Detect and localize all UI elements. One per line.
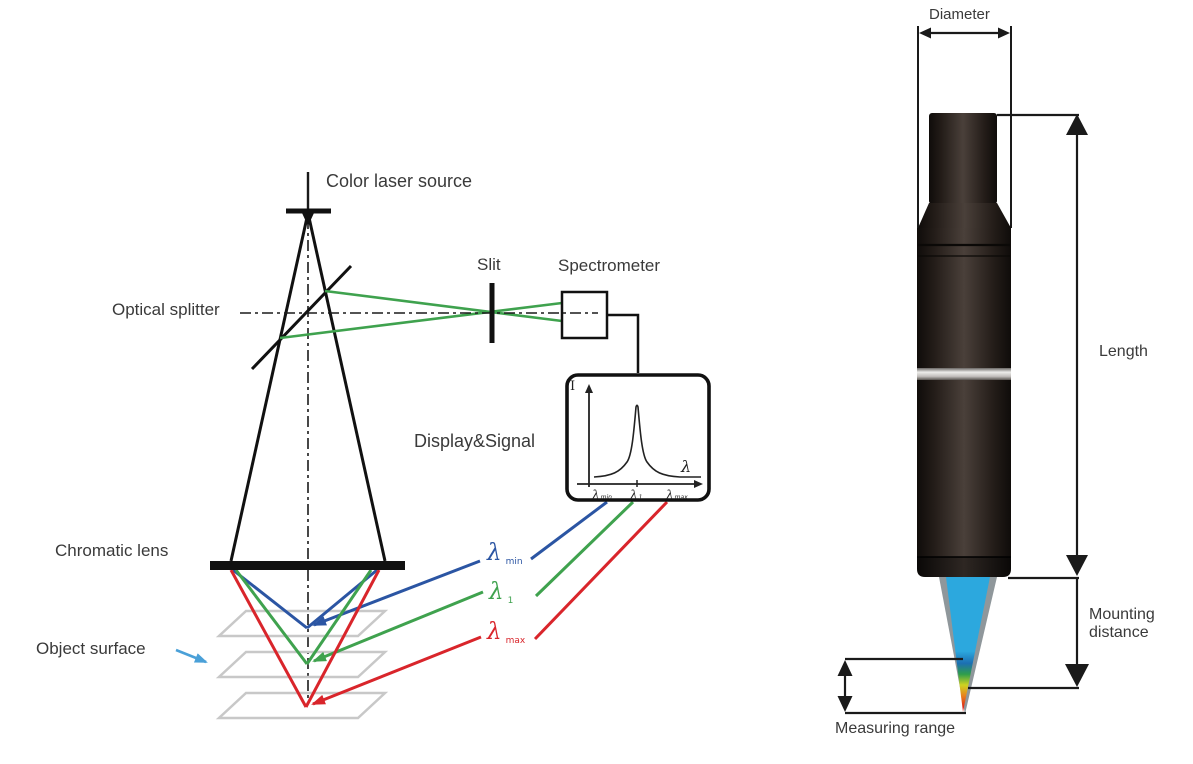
lambda-1-symbol: λ (489, 579, 504, 605)
measuring-range-label: Measuring range (835, 720, 956, 737)
tick-1-subscript: 1 (638, 494, 643, 501)
green-ray-group (234, 500, 635, 665)
probe-connector-section (929, 113, 997, 204)
tick-min-symbol: λ (592, 488, 600, 502)
plot-x-arrowhead (694, 480, 703, 488)
length-arrowhead-down (1066, 555, 1088, 576)
plot-tick-lambda-1: λ1 (630, 484, 642, 503)
plot-tick-lambda-min: λmin (592, 484, 612, 503)
display-signal-label: Display&Signal (414, 431, 536, 451)
lambda-min-symbol: λ (487, 540, 502, 566)
slit-label: Slit (477, 255, 501, 274)
lambda-max-subscript: max (505, 636, 526, 646)
plot-intensity-axis-label: I (570, 379, 576, 394)
measuring-arrowhead-up (837, 660, 853, 676)
light-cone-beam (946, 577, 990, 712)
chromatic-lens-bar (210, 561, 405, 570)
color-laser-source-label: Color laser source (326, 171, 473, 191)
object-surface-label: Object surface (36, 639, 146, 658)
spectrometer-label: Spectrometer (558, 256, 661, 275)
spectral-peak-curve (593, 404, 701, 478)
optical-splitter-line (250, 264, 353, 371)
chromatic-lens-label: Chromatic lens (55, 541, 169, 560)
mounting-arrowhead-down (1065, 664, 1089, 687)
probe-flare-section (918, 203, 1011, 228)
lambda-max-symbol: λ (487, 619, 502, 645)
tick-min-subscript: min (600, 494, 612, 501)
spectrometer-box (560, 290, 609, 340)
red-ray-group (229, 500, 669, 708)
diameter-arrowhead-right (998, 27, 1010, 39)
display-signal-box (565, 373, 711, 502)
tick-max-symbol: λ (666, 488, 674, 502)
splitter-output-rays (279, 289, 563, 340)
optical-splitter-label: Optical splitter (112, 300, 220, 319)
lambda-1-subscript: 1 (507, 596, 514, 606)
plot-wavelength-axis-label: λ (681, 457, 692, 476)
beam-cone-left-edge (229, 212, 310, 562)
probe-bottom-cap (917, 557, 1011, 577)
beam-cone-right-edge (306, 212, 387, 562)
probe-main-body (917, 228, 1011, 562)
spectrometer-display-connector (607, 313, 640, 373)
length-label: Length (1099, 343, 1148, 360)
measuring-arrowhead-down (837, 696, 853, 712)
mounting-distance-line1: Mounting (1089, 606, 1155, 623)
length-arrowhead-up (1066, 114, 1088, 135)
mounting-distance-line2: distance (1089, 624, 1149, 642)
probe-silver-ring (917, 368, 1011, 380)
diameter-arrowhead-left (919, 27, 931, 39)
lambda-min-subscript: min (505, 557, 523, 567)
tick-max-subscript: max (674, 494, 688, 501)
tick-1-symbol: λ (630, 488, 638, 502)
plot-tick-lambda-max: λmax (666, 484, 688, 503)
mounting-distance-label: Mounting distance (1089, 606, 1155, 643)
plot-y-arrowhead (585, 384, 593, 393)
surface-plane-1 (215, 609, 389, 638)
object-surface-pointer-arrow (175, 648, 208, 664)
diameter-label: Diameter (929, 6, 990, 23)
